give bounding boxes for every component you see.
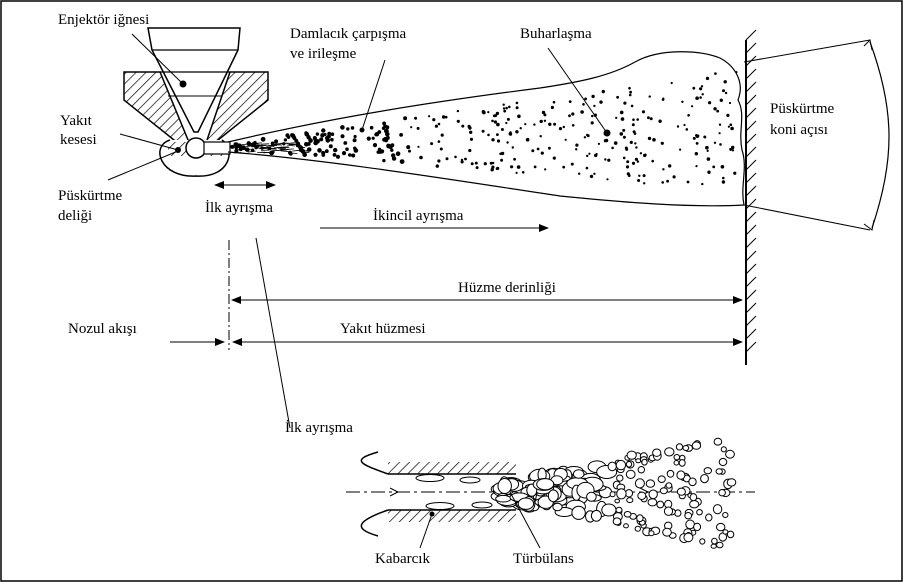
label-spray-penetration: Hüzme derinliği — [458, 280, 556, 296]
wall — [746, 30, 756, 365]
label-spray-cone-angle-1: Püskürtme — [770, 101, 835, 117]
label-droplet-collision-2: ve irileşme — [290, 46, 357, 62]
label-nozzle-flow: Nozul akışı — [68, 321, 137, 337]
label-fuel-sac-1: Yakıt — [60, 113, 93, 129]
label-primary-breakup-detail: İlk ayrışma — [285, 420, 353, 436]
label-spray-hole-1: Püskürtme — [58, 188, 123, 204]
label-evaporation: Buharlaşma — [520, 26, 592, 42]
label-injector-needle: Enjektör iğnesi — [58, 12, 149, 28]
label-bubble: Kabarcık — [375, 551, 430, 567]
label-spray-hole-2: deliği — [58, 208, 92, 224]
label-droplet-collision-1: Damlacık çarpışma — [290, 26, 407, 42]
label-secondary-breakup: İkincil ayrışma — [373, 208, 464, 224]
breakup-blobs — [491, 438, 736, 548]
droplets — [230, 71, 737, 185]
label-turbulence: Türbülans — [513, 551, 574, 567]
label-fuel-sac-2: kesesi — [60, 132, 97, 148]
label-fuel-spray: Yakıt hüzmesi — [340, 321, 426, 337]
label-primary-breakup: İlk ayrışma — [205, 200, 273, 216]
label-spray-cone-angle-2: koni açısı — [770, 122, 828, 138]
breakup-detail — [346, 438, 755, 548]
